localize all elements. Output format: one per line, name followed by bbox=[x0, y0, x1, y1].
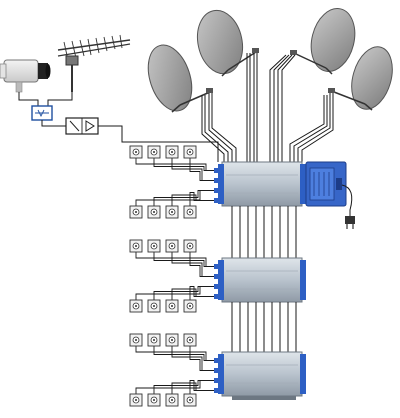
terrestrial-feed-cable bbox=[98, 125, 219, 162]
outlet-cable bbox=[153, 158, 214, 171]
amplifier-box bbox=[65, 117, 99, 135]
subscriber-outlets bbox=[129, 145, 214, 407]
satellite-dish-2 bbox=[196, 9, 259, 77]
wall-outlet-icon bbox=[147, 205, 161, 219]
outlet-cable bbox=[171, 252, 214, 277]
multiswitch-3 bbox=[214, 351, 306, 400]
modulator-box bbox=[31, 105, 53, 121]
trunk-cables-1-2 bbox=[231, 206, 297, 258]
wall-outlet-icon bbox=[147, 145, 161, 159]
wall-outlet-icon bbox=[147, 239, 161, 253]
wall-outlet-icon bbox=[165, 239, 179, 253]
wall-outlet-icon bbox=[147, 333, 161, 347]
outlet-cable bbox=[153, 380, 214, 394]
cctv-camera-icon bbox=[0, 59, 51, 93]
wall-outlet-icon bbox=[183, 239, 197, 253]
trunk-cables-2-3 bbox=[231, 302, 297, 352]
wall-outlet-icon bbox=[129, 333, 143, 347]
satellite-dish-4 bbox=[328, 46, 393, 111]
outlet-cable bbox=[189, 252, 214, 277]
power-plug-icon bbox=[345, 216, 355, 229]
outlet-cable bbox=[171, 288, 214, 300]
wall-outlet-icon bbox=[165, 299, 179, 313]
outlet-cable bbox=[189, 346, 214, 371]
wall-outlet-icon bbox=[183, 333, 197, 347]
outlet-cable bbox=[135, 286, 214, 300]
lnb-cables bbox=[201, 53, 334, 162]
wall-outlet-icon bbox=[165, 333, 179, 347]
outlet-cable bbox=[171, 346, 214, 371]
wall-outlet-icon bbox=[183, 145, 197, 159]
outlet-cable bbox=[171, 158, 214, 181]
outlet-cable bbox=[153, 346, 214, 361]
wall-outlet-icon bbox=[129, 145, 143, 159]
wall-outlet-icon bbox=[147, 299, 161, 313]
power-cable bbox=[341, 184, 353, 218]
outlet-cable bbox=[189, 192, 214, 206]
source-cables bbox=[18, 92, 73, 106]
outlet-cable bbox=[153, 252, 214, 267]
wall-outlet-icon bbox=[165, 145, 179, 159]
power-supply-unit bbox=[305, 161, 347, 207]
multiswitch-1 bbox=[214, 161, 306, 207]
outlet-cable bbox=[153, 190, 214, 206]
outlet-cable bbox=[135, 380, 214, 394]
wall-outlet-icon bbox=[183, 393, 197, 407]
wall-outlet-icon bbox=[183, 299, 197, 313]
wall-outlet-icon bbox=[183, 205, 197, 219]
wall-outlet-icon bbox=[129, 299, 143, 313]
terrestrial-antenna-icon bbox=[57, 34, 131, 92]
modulator-amp-cable bbox=[41, 120, 66, 127]
wall-outlet-icon bbox=[129, 393, 143, 407]
satellite-dish-1 bbox=[147, 44, 213, 113]
wall-outlet-icon bbox=[165, 205, 179, 219]
wall-outlet-icon bbox=[165, 393, 179, 407]
wall-outlet-icon bbox=[129, 239, 143, 253]
wall-outlet-icon bbox=[129, 205, 143, 219]
outlet-cable bbox=[189, 380, 214, 394]
multiswitch-2 bbox=[214, 257, 306, 303]
wall-outlet-icon bbox=[147, 393, 161, 407]
satellite-dish-3 bbox=[290, 8, 356, 75]
outlet-cable bbox=[135, 190, 214, 206]
outlet-cable bbox=[153, 286, 214, 300]
outlet-cable bbox=[189, 158, 214, 181]
outlet-cable bbox=[171, 382, 214, 394]
outlet-cable bbox=[189, 286, 214, 300]
